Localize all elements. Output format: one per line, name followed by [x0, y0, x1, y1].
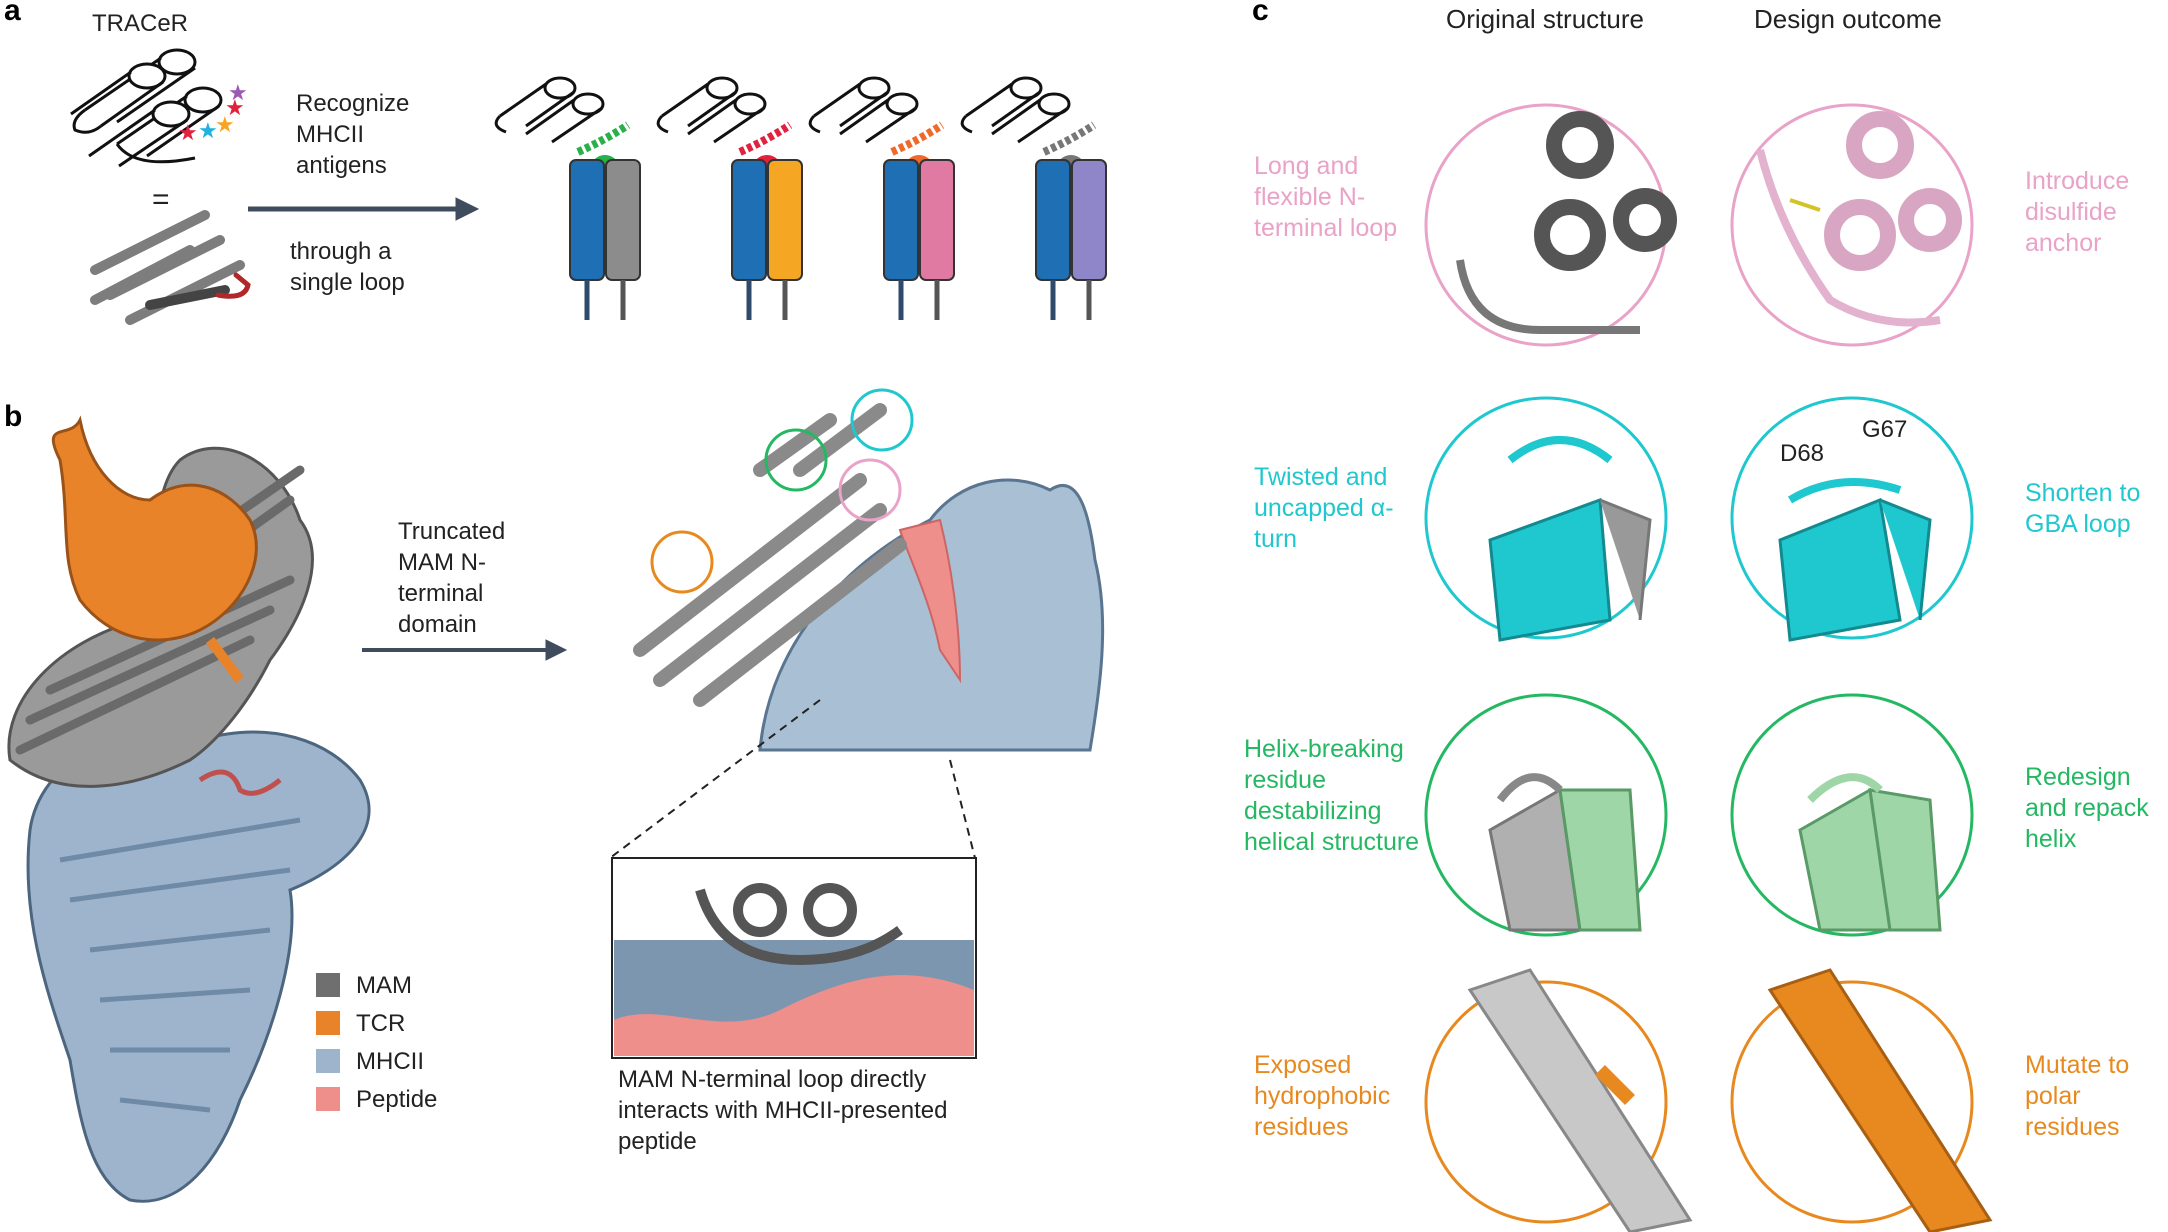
row3-right-label: Redesign and repack helix: [2025, 763, 2149, 853]
row3-left-label: Helix-breaking residue destabilizing hel…: [1244, 735, 1420, 856]
row2-right-label: Shorten to GBA loop: [2025, 479, 2141, 538]
legend-swatch: [316, 1011, 340, 1035]
svg-text:★: ★: [225, 95, 245, 120]
legend-swatch: [316, 1049, 340, 1073]
legend-label: MAM: [356, 971, 412, 999]
tracer-cylinder-bundle-icon: [70, 48, 223, 168]
residue-label-d68: D68: [1780, 440, 1825, 467]
legend-swatch: [316, 1087, 340, 1111]
panel-b-arrow: [362, 639, 568, 661]
legend-label: MHCII: [356, 1047, 424, 1075]
row1-right-label: Introduce disulfide anchor: [2025, 167, 2130, 257]
equals-sign: =: [152, 183, 170, 216]
svg-text:★: ★: [178, 120, 198, 145]
row4-design: [1730, 968, 1993, 1232]
arrow-text-recognize: Recognize MHCII antigens: [296, 90, 410, 179]
panel-a-arrow: [248, 197, 480, 221]
svg-text:★: ★: [215, 112, 235, 137]
legend-swatch: [316, 973, 340, 997]
column-header-design: Design outcome: [1754, 4, 1942, 34]
row4-left-label: Exposed hydrophobic residues: [1254, 1051, 1391, 1141]
inset-view: [611, 857, 977, 1059]
row3-design: [1730, 693, 1974, 937]
mam-tcr-mhcii-structure: [7, 415, 371, 1203]
panel-b-label: b: [4, 400, 23, 433]
row2-original: [1424, 396, 1668, 642]
row1-left-label: Long and flexible N-terminal loop: [1254, 152, 1398, 242]
svg-text:★: ★: [198, 118, 218, 143]
residue-label-g67: G67: [1862, 416, 1908, 443]
row4-original: [1424, 968, 1693, 1232]
arrow-text-truncated: Truncated MAM N-terminal domain: [398, 518, 506, 638]
legend-item-peptide: Peptide: [316, 1080, 437, 1118]
row4-right-label: Mutate to polar residues: [2025, 1051, 2130, 1141]
tcr-structure: [51, 415, 258, 642]
arrow-text-loop: through a single loop: [290, 238, 405, 296]
panel-a-label: a: [4, 0, 21, 27]
svg-text:★: ★: [228, 80, 248, 105]
row1-original: [1424, 103, 1677, 347]
tracer-loop-stars: ★ ★ ★ ★ ★: [178, 80, 248, 145]
zoom-lines: [609, 699, 976, 859]
legend-label: TCR: [356, 1009, 406, 1037]
row1-design: [1730, 103, 1974, 347]
panel-c-circles: [1424, 103, 1993, 1232]
row3-original: [1424, 693, 1668, 937]
peptide-structure: [198, 769, 282, 796]
panel-c-label: c: [1252, 0, 1269, 27]
truncated-mam-complex: [633, 388, 1105, 752]
tracer-label: TRACeR: [92, 10, 189, 37]
mini-tracer-icon: [494, 76, 605, 144]
column-header-original: Original structure: [1446, 4, 1644, 34]
inset-caption: MAM N-terminal loop directly interacts w…: [618, 1066, 948, 1155]
legend-item-mam: MAM: [316, 966, 437, 1004]
mhcii-complex-group: [494, 76, 1107, 320]
row2-design: [1730, 396, 1974, 642]
legend-label: Peptide: [356, 1085, 438, 1113]
legend: MAM TCR MHCII Peptide: [316, 966, 437, 1118]
row2-left-label: Twisted and uncapped α-turn: [1254, 463, 1394, 553]
peptide-surface: [898, 518, 962, 684]
legend-item-mhcii: MHCII: [316, 1042, 437, 1080]
tracer-helix-bundle-icon: [90, 210, 251, 325]
legend-item-tcr: TCR: [316, 1004, 437, 1042]
